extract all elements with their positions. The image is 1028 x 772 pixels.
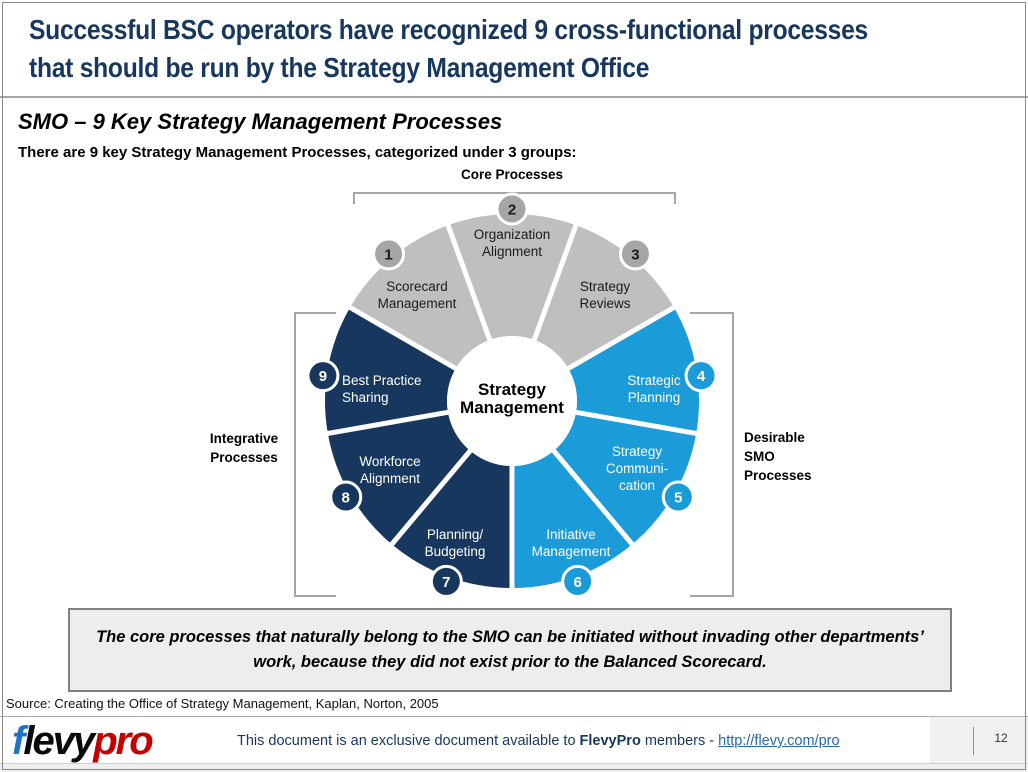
center-circle xyxy=(447,336,577,466)
badge-number-9: 9 xyxy=(319,368,327,385)
page-number: 12 xyxy=(994,731,1008,745)
badge-number-7: 7 xyxy=(442,574,450,591)
badge-circle-9 xyxy=(306,359,340,393)
section-heading: SMO – 9 Key Strategy Management Processe… xyxy=(18,109,503,134)
wedge-1 xyxy=(350,225,490,369)
wedge-separator xyxy=(528,219,581,351)
wedge-separator xyxy=(558,302,680,376)
wedge-5 xyxy=(553,412,697,545)
wedge-7 xyxy=(391,450,512,588)
footer-text: This document is an exclusive document a… xyxy=(237,733,840,749)
badge-circle-8 xyxy=(329,480,363,514)
slide-header: Successful BSC operators have recognized… xyxy=(0,0,1028,98)
badge-circle-7 xyxy=(429,564,463,598)
badge-circle-3 xyxy=(618,237,652,271)
wedge-8 xyxy=(327,412,471,545)
footer-divider xyxy=(973,727,974,755)
slide-title-line1: Successful BSC operators have recognized… xyxy=(29,14,869,45)
integrative-processes-bracket xyxy=(294,312,336,597)
badge-circle-5 xyxy=(661,480,695,514)
flevypro-logo: flevypro xyxy=(12,719,154,763)
wedge-separator xyxy=(443,219,496,351)
wedge-separator xyxy=(565,408,702,437)
bottom-strip xyxy=(0,763,1028,772)
footer-separator xyxy=(0,716,1028,717)
group-label-integrative-processes: Integrative Processes xyxy=(209,431,279,465)
badge-number-4: 4 xyxy=(697,368,706,385)
page-number-chip xyxy=(930,717,1028,772)
slide-title-line2: that should be run by the Strategy Manag… xyxy=(29,52,650,83)
callout-box: The core processes that naturally belong… xyxy=(68,608,952,692)
wedge-separator xyxy=(344,302,466,376)
callout-text: The core processes that naturally belong… xyxy=(96,628,924,671)
wedge-label-7: Planning/Budgeting xyxy=(425,527,486,559)
badge-number-8: 8 xyxy=(342,489,350,506)
badge-circle-1 xyxy=(372,237,406,271)
smo-wheel-diagram: Core Processes Integrative Processes Des… xyxy=(0,160,1028,610)
wedge-separator xyxy=(545,441,638,550)
badge-number-1: 1 xyxy=(384,246,392,263)
group-label-desirable-smo-processes: Desirable SMO Processes xyxy=(744,430,812,483)
badge-number-6: 6 xyxy=(573,574,581,591)
footer-bar: flevypro This document is an exclusive d… xyxy=(0,717,1028,772)
badge-number-2: 2 xyxy=(508,201,516,218)
wedge-separator xyxy=(386,441,479,550)
wedge-3 xyxy=(534,225,674,369)
wedge-9 xyxy=(325,307,456,434)
source-note: Source: Creating the Office of Strategy … xyxy=(6,696,439,711)
badge-circle-4 xyxy=(684,359,718,393)
slide-title: Successful BSC operators have recognized… xyxy=(29,11,868,87)
footer-link[interactable]: http://flevy.com/pro xyxy=(718,733,840,749)
badge-circle-2 xyxy=(495,192,529,226)
badge-circle-6 xyxy=(561,564,595,598)
wedge-separator xyxy=(322,408,459,437)
intro-text: There are 9 key Strategy Management Proc… xyxy=(18,144,577,161)
badge-number-5: 5 xyxy=(674,489,682,506)
group-label-core-processes: Core Processes xyxy=(460,167,564,182)
badge-number-3: 3 xyxy=(631,246,639,263)
desirable-smo-processes-bracket xyxy=(690,312,734,597)
wedge-4 xyxy=(568,307,699,434)
wedge-6 xyxy=(512,450,633,588)
